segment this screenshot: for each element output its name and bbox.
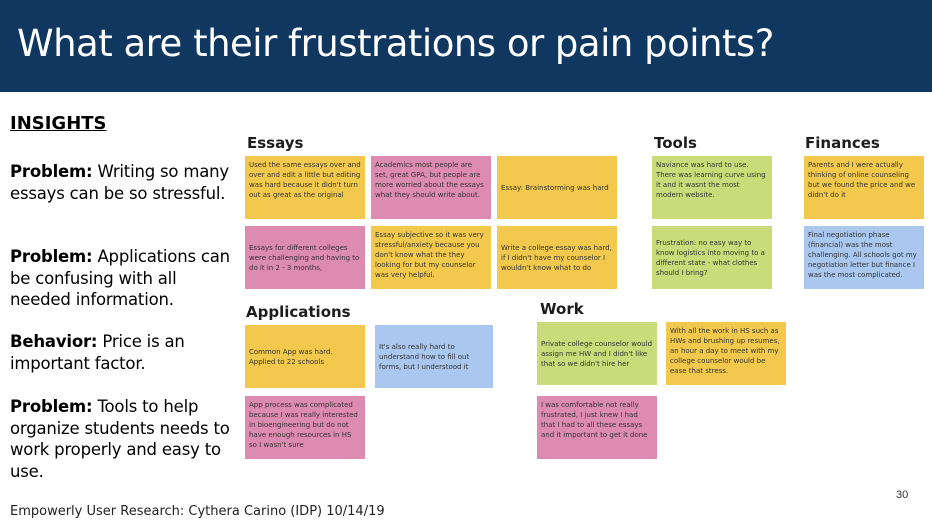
sticky-note-text: Frustration: no easy way to know logisti…	[656, 238, 765, 277]
sticky-note-text: Essays for different colleges were chall…	[249, 243, 360, 272]
insights-heading: INSIGHTS	[10, 113, 107, 134]
section-label-applications: Applications	[246, 303, 351, 321]
sticky-note-text: Common App was hard. Applied to 22 schoo…	[249, 347, 333, 366]
slide-footer: Empowerly User Research: Cythera Carino …	[10, 504, 385, 519]
sticky-note-tools: Frustration: no easy way to know logisti…	[652, 226, 772, 289]
insight-item: Behavior: Price is an important factor.	[10, 331, 235, 374]
slide-title: What are their frustrations or pain poin…	[17, 22, 774, 65]
insight-item: Problem: Tools to help organize students…	[10, 396, 235, 482]
sticky-note-essays: Essay subjective so it was very stressfu…	[371, 226, 491, 289]
sticky-note-essays: Academics most people are set, great GPA…	[371, 156, 491, 219]
sticky-note-finances: Final negotiation phase (financial) was …	[804, 226, 924, 289]
insight-label: Behavior:	[10, 332, 98, 351]
insight-label: Problem:	[10, 397, 93, 416]
section-label-tools: Tools	[654, 134, 697, 152]
sticky-note-essays: Essay: Brainstorming was hard	[497, 156, 617, 219]
sticky-note-text: Private college counselor would assign m…	[541, 339, 653, 368]
section-label-essays: Essays	[247, 134, 304, 152]
insight-text: Price is an important factor.	[10, 332, 185, 373]
sticky-note-text: Essay: Brainstorming was hard	[501, 183, 609, 192]
sticky-note-work: I was comfortable not really frustrated,…	[537, 396, 657, 459]
sticky-note-applications: App process was complicated because I wa…	[245, 396, 365, 459]
sticky-note-applications: It's also really hard to understand how …	[375, 325, 493, 388]
section-label-finances: Finances	[805, 134, 880, 152]
insight-label: Problem:	[10, 162, 93, 181]
insight-label: Problem:	[10, 247, 93, 266]
sticky-note-text: Write a college essay was hard, if I did…	[501, 243, 612, 272]
section-label-work: Work	[540, 300, 584, 318]
insight-text: Writing so many essays can be so stressf…	[10, 162, 229, 203]
insight-text: Applications can be confusing with all n…	[10, 247, 230, 309]
sticky-note-essays: Write a college essay was hard, if I did…	[497, 226, 617, 289]
sticky-note-applications: Common App was hard. Applied to 22 schoo…	[245, 325, 365, 388]
insight-text: Tools to help organize students needs to…	[10, 397, 230, 481]
sticky-note-tools: Naviance was hard to use. There was lear…	[652, 156, 772, 219]
sticky-note-essays: Essays for different colleges were chall…	[245, 226, 365, 289]
insight-item: Problem: Writing so many essays can be s…	[10, 161, 235, 204]
sticky-note-essays: Used the same essays over and over and e…	[245, 156, 365, 219]
sticky-note-work: Private college counselor would assign m…	[537, 322, 657, 385]
sticky-note-work: With all the work in HS such as HWs and …	[666, 322, 786, 385]
insight-item: Problem: Applications can be confusing w…	[10, 246, 235, 311]
sticky-note-finances: Parents and I were actually thinking of …	[804, 156, 924, 219]
page-number: 30	[896, 489, 909, 501]
slide-header: What are their frustrations or pain poin…	[0, 0, 932, 92]
sticky-note-text: It's also really hard to understand how …	[379, 342, 470, 371]
